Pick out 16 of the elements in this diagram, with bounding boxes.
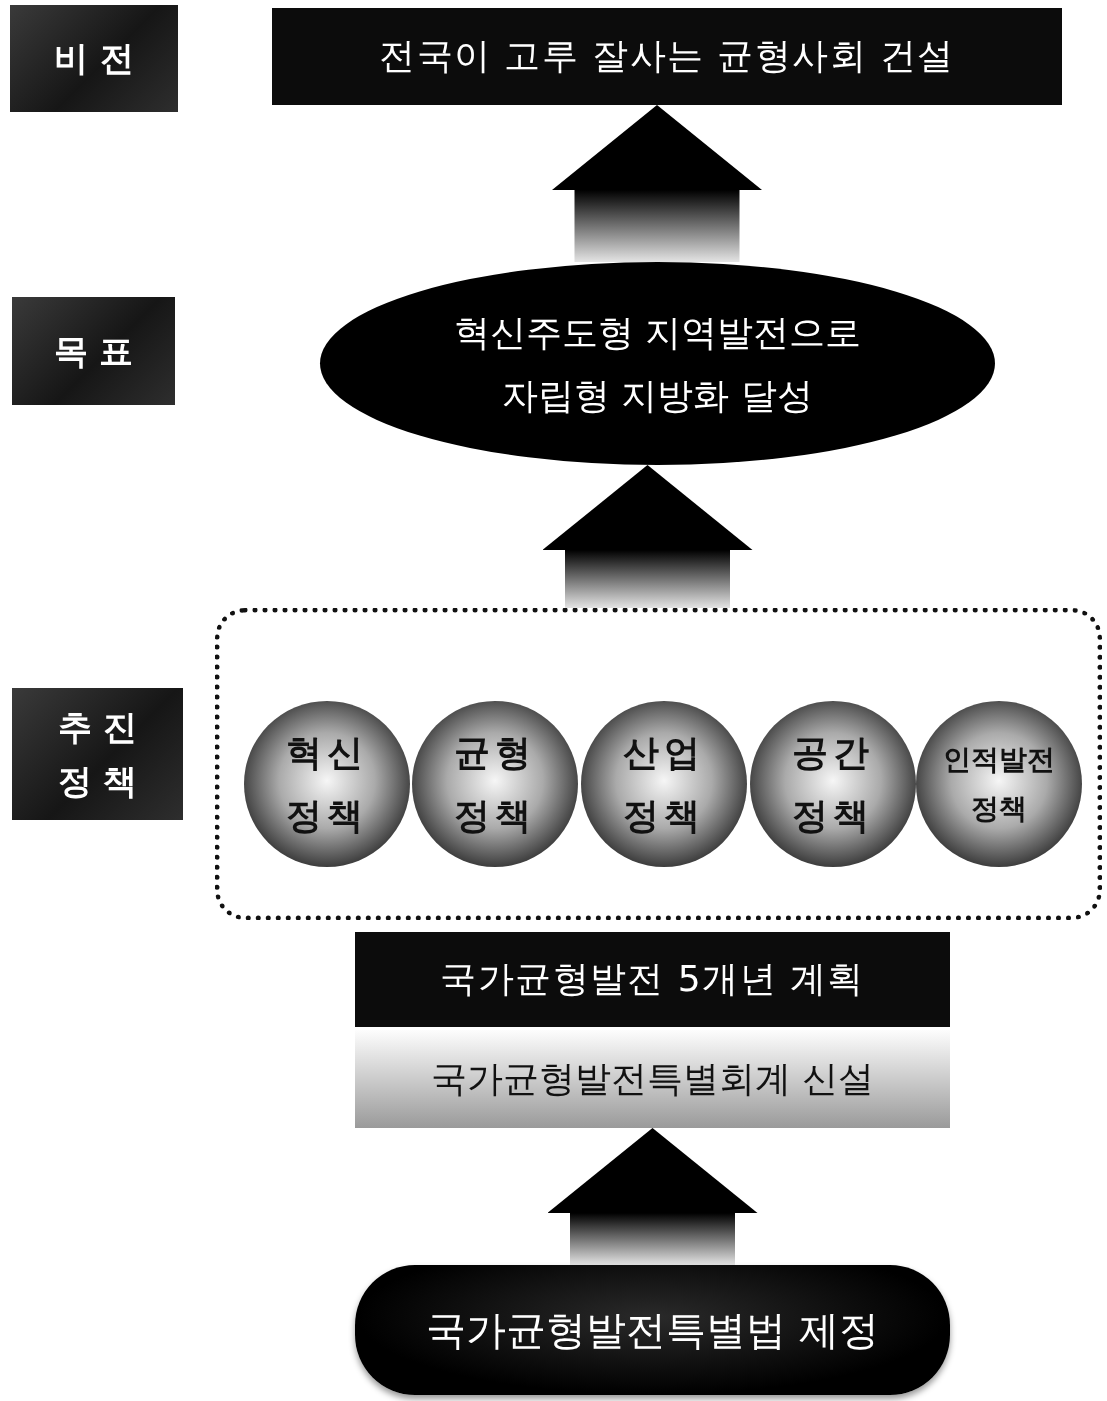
dotted-group-box (215, 608, 1102, 920)
block-arrow (542, 465, 753, 608)
title-bar: 국가균형발전 5개년 계획 (355, 932, 950, 1027)
row-label: 목표 (12, 297, 175, 405)
gradient-bar: 국가균형발전특별회계 신설 (355, 1030, 950, 1128)
policy-sphere: 균형 정책 (412, 701, 578, 867)
title-bar: 전국이 고루 잘사는 균형사회 건설 (272, 8, 1062, 105)
row-label: 추진 정책 (12, 688, 183, 820)
policy-sphere: 공간 정책 (750, 701, 916, 867)
row-label: 비전 (10, 5, 178, 112)
block-arrow (547, 1128, 758, 1265)
policy-sphere: 인적발전 정책 (916, 701, 1082, 867)
policy-sphere: 혁신 정책 (244, 701, 410, 867)
pill-box: 국가균형발전특별법 제정 (355, 1265, 950, 1395)
policy-sphere: 산업 정책 (581, 701, 747, 867)
goal-ellipse: 혁신주도형 지역발전으로 자립형 지방화 달성 (320, 262, 995, 465)
